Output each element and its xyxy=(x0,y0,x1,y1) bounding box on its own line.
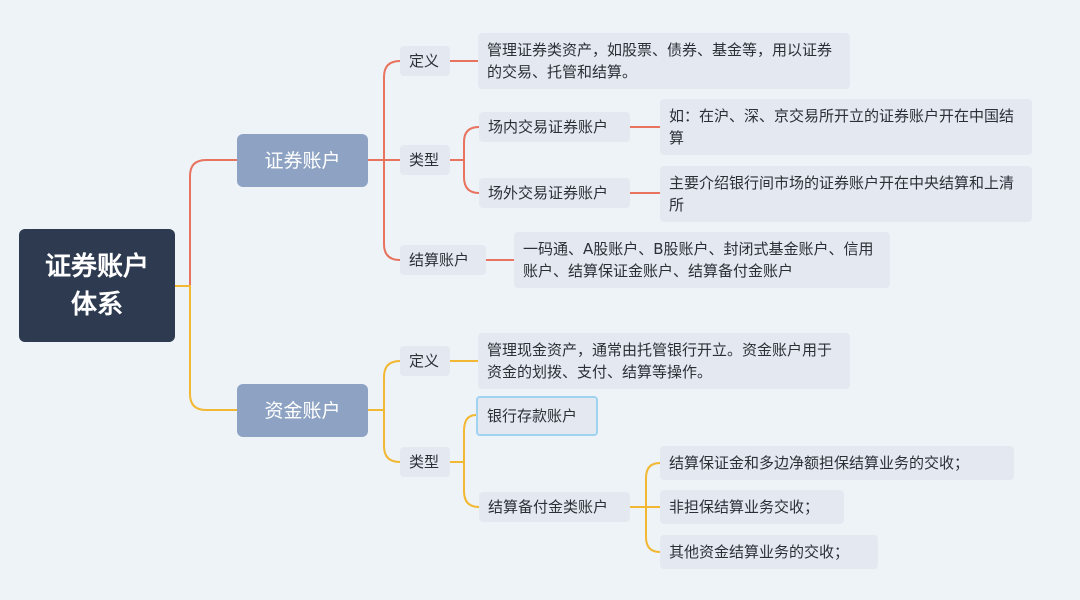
securities-connectors xyxy=(175,60,660,287)
settlement-account-desc: 一码通、A股账户、B股账户、封闭式基金账户、信用账户、结算保证金账户、结算备付金… xyxy=(523,240,874,280)
securities-definition-text: 管理证券类资产，如股票、债券、基金等，用以证券的交易、托管和结算。 xyxy=(487,41,833,81)
reserve-item-1[interactable]: 结算保证金和多边净额担保结算业务的交收； xyxy=(660,446,1014,480)
offsite-trading-account-label: 场外交易证券账户 xyxy=(488,184,609,202)
reserve-item-3-text: 其他资金结算业务的交收； xyxy=(669,543,850,561)
bank-deposit-account-label: 银行存款账户 xyxy=(487,407,578,425)
funds-types-label: 类型 xyxy=(409,453,440,471)
reserve-item-1-text: 结算保证金和多边净额担保结算业务的交收； xyxy=(669,454,970,472)
funds-account-label: 资金账户 xyxy=(264,399,341,422)
securities-account-node[interactable]: 证券账户 xyxy=(237,134,368,187)
funds-definition-text-node[interactable]: 管理现金资产，通常由托管银行开立。资金账户用于资金的划拨、支付、结算等操作。 xyxy=(478,333,850,389)
root-node[interactable]: 证券账户体系 xyxy=(19,229,175,342)
securities-types-node[interactable]: 类型 xyxy=(400,145,450,175)
funds-connectors xyxy=(175,285,661,553)
settlement-account-desc-node[interactable]: 一码通、A股账户、B股账户、封闭式基金账户、信用账户、结算保证金账户、结算备付金… xyxy=(514,232,890,288)
funds-account-node[interactable]: 资金账户 xyxy=(237,384,368,437)
onsite-trading-account-desc-node[interactable]: 如：在沪、深、京交易所开立的证券账户开在中国结算 xyxy=(660,99,1032,155)
root-label: 证券账户体系 xyxy=(44,251,149,320)
funds-types-node[interactable]: 类型 xyxy=(400,447,450,477)
funds-definition-node[interactable]: 定义 xyxy=(400,346,450,376)
funds-definition-label: 定义 xyxy=(409,352,440,370)
securities-types-label: 类型 xyxy=(409,151,440,169)
securities-definition-text-node[interactable]: 管理证券类资产，如股票、债券、基金等，用以证券的交易、托管和结算。 xyxy=(478,33,850,89)
offsite-trading-account-desc-node[interactable]: 主要介绍银行间市场的证券账户开在中央结算和上清所 xyxy=(660,166,1032,222)
onsite-trading-account-node[interactable]: 场内交易证券账户 xyxy=(479,112,630,142)
onsite-trading-account-label: 场内交易证券账户 xyxy=(488,118,609,136)
onsite-trading-account-desc: 如：在沪、深、京交易所开立的证券账户开在中国结算 xyxy=(669,107,1015,147)
settlement-account-node[interactable]: 结算账户 xyxy=(400,245,486,275)
funds-definition-text: 管理现金资产，通常由托管银行开立。资金账户用于资金的划拨、支付、结算等操作。 xyxy=(487,341,833,381)
reserve-item-2-text: 非担保结算业务交收； xyxy=(669,498,820,516)
settlement-account-label: 结算账户 xyxy=(409,251,470,269)
securities-definition-node[interactable]: 定义 xyxy=(400,46,450,76)
settlement-reserve-account-node[interactable]: 结算备付金类账户 xyxy=(479,492,630,522)
reserve-item-2[interactable]: 非担保结算业务交收； xyxy=(660,490,844,524)
settlement-reserve-account-label: 结算备付金类账户 xyxy=(488,498,609,516)
offsite-trading-account-desc: 主要介绍银行间市场的证券账户开在中央结算和上清所 xyxy=(669,174,1015,214)
securities-definition-label: 定义 xyxy=(409,52,440,70)
bank-deposit-account-node[interactable]: 银行存款账户 xyxy=(476,396,598,436)
offsite-trading-account-node[interactable]: 场外交易证券账户 xyxy=(479,178,630,208)
securities-account-label: 证券账户 xyxy=(264,149,341,172)
reserve-item-3[interactable]: 其他资金结算业务的交收； xyxy=(660,535,878,569)
